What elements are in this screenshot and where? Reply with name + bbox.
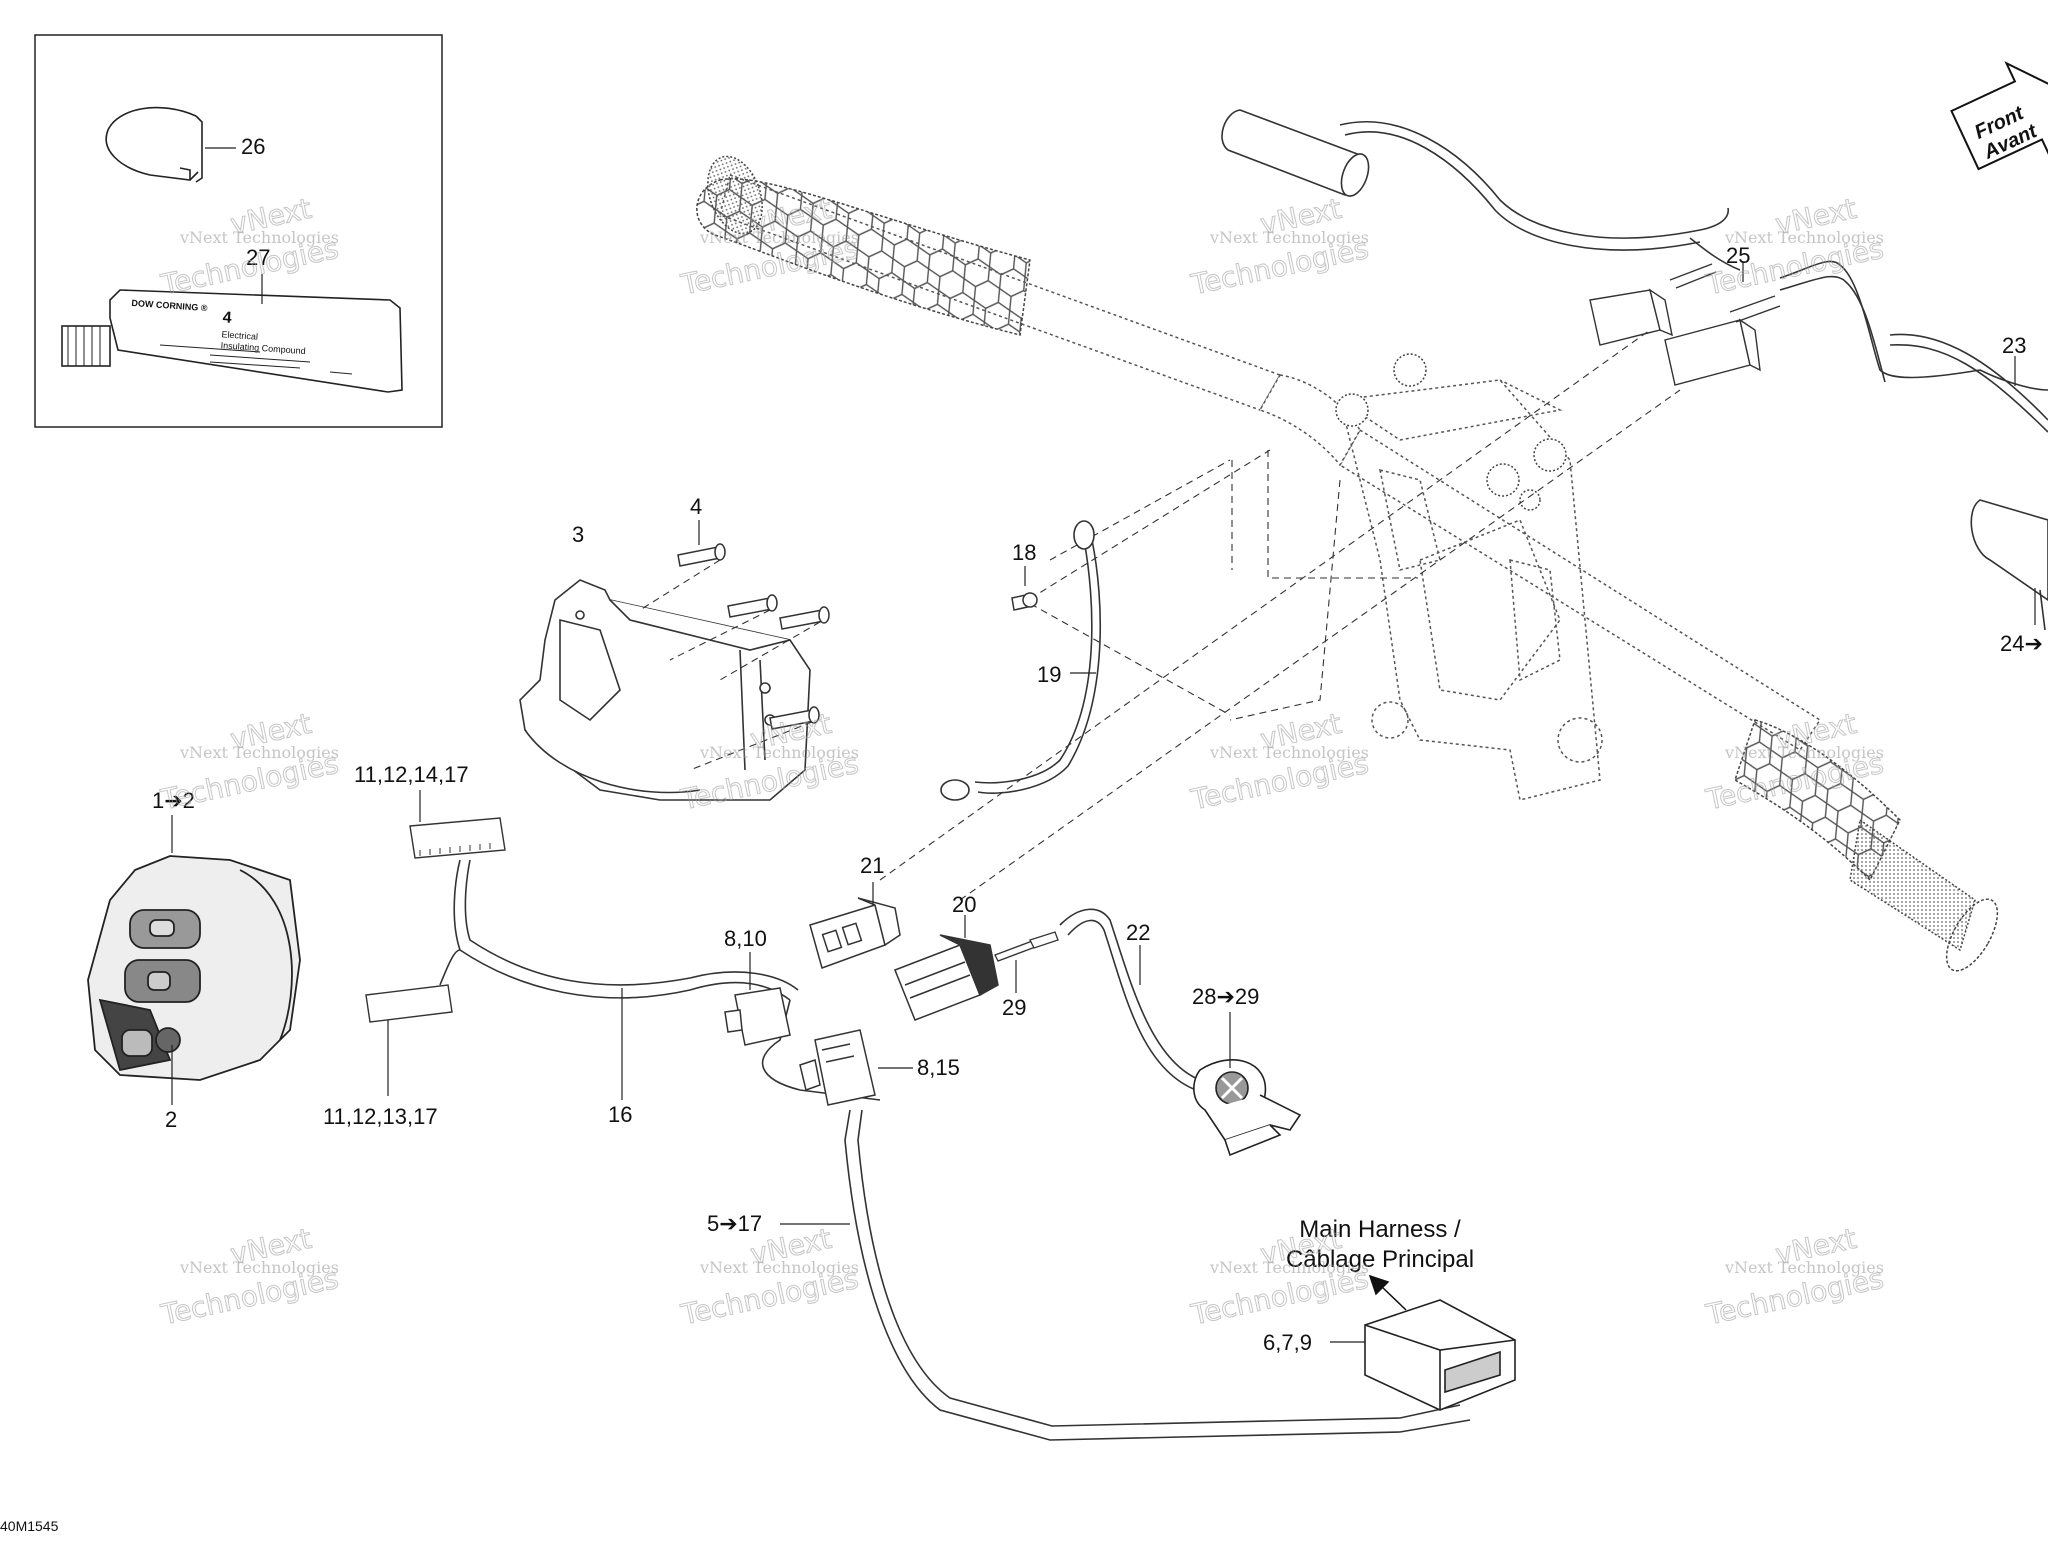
harness-16	[439, 859, 1471, 1441]
connector-20	[894, 934, 999, 1021]
connector-25-right	[1664, 295, 1781, 386]
callout-5to17: 5➔17	[707, 1211, 763, 1236]
switch-assembly	[87, 855, 301, 1081]
riser-bolts	[1335, 353, 1567, 511]
main-harness-arrow	[1368, 1274, 1407, 1311]
callout-11-12-13-17: 11,12,13,17	[323, 1104, 438, 1129]
callout-8-15: 8,15	[917, 1055, 960, 1080]
callout-2: 2	[165, 1107, 178, 1132]
connector-25-left	[1589, 263, 1717, 346]
callout-28to29: 28➔29	[1192, 984, 1260, 1009]
callout-27: 27	[246, 245, 271, 270]
callout-24: 24➔	[2000, 631, 2043, 656]
callout-18: 18	[1012, 540, 1037, 565]
inset-box	[34, 34, 443, 428]
screws	[677, 543, 830, 730]
connector-8-15	[799, 1029, 876, 1106]
tube-number: 4	[222, 309, 233, 327]
switch-housing	[519, 579, 811, 801]
ground-screw	[1011, 592, 1038, 611]
dash-lines	[639, 329, 1681, 901]
callout-8-10: 8,10	[724, 926, 767, 951]
callout-22: 22	[1126, 920, 1151, 945]
right-end-wire	[1889, 333, 2048, 631]
terminals-29	[994, 931, 1059, 962]
callout-19: 19	[1037, 662, 1062, 687]
connector-top	[409, 817, 506, 859]
connector-bottom	[365, 984, 453, 1023]
callout-11-12-14-17: 11,12,14,17	[354, 762, 469, 787]
switch-28	[1193, 1059, 1302, 1157]
clip-part	[105, 106, 203, 183]
callout-3: 3	[572, 522, 585, 547]
handlebar-riser	[1339, 379, 1603, 801]
main-harness-label: Main Harness / Câblage Principal	[1240, 1215, 1520, 1275]
callout-6-7-9: 6,7,9	[1263, 1330, 1312, 1355]
main-harness-line2: Câblage Principal	[1285, 1246, 1475, 1273]
callout-21: 21	[860, 853, 885, 878]
connector-8-10	[724, 987, 791, 1046]
left-grip-end	[1221, 109, 1370, 197]
callout-20: 20	[952, 892, 977, 917]
front-badge	[1950, 61, 2048, 171]
left-grip	[696, 155, 1031, 336]
callout-23: 23	[2002, 333, 2027, 358]
callout-29: 29	[1002, 995, 1027, 1020]
callout-4: 4	[690, 494, 703, 519]
right-grip	[1734, 719, 1999, 972]
callout-16: 16	[608, 1102, 633, 1127]
wire-22	[1059, 908, 1201, 1091]
connector-6-7-9	[1364, 1299, 1516, 1411]
connector-21	[809, 897, 901, 969]
main-harness-line1: Main Harness /	[1299, 1216, 1461, 1243]
compound-tube	[61, 289, 403, 393]
diagram-code: 40M1545	[0, 1518, 59, 1534]
callout-1to2: 1➔2	[152, 788, 195, 813]
callout-26: 26	[241, 134, 266, 159]
heated-grip-wire	[1339, 121, 2048, 391]
callout-25: 25	[1726, 243, 1751, 268]
ground-wire	[940, 520, 1102, 801]
